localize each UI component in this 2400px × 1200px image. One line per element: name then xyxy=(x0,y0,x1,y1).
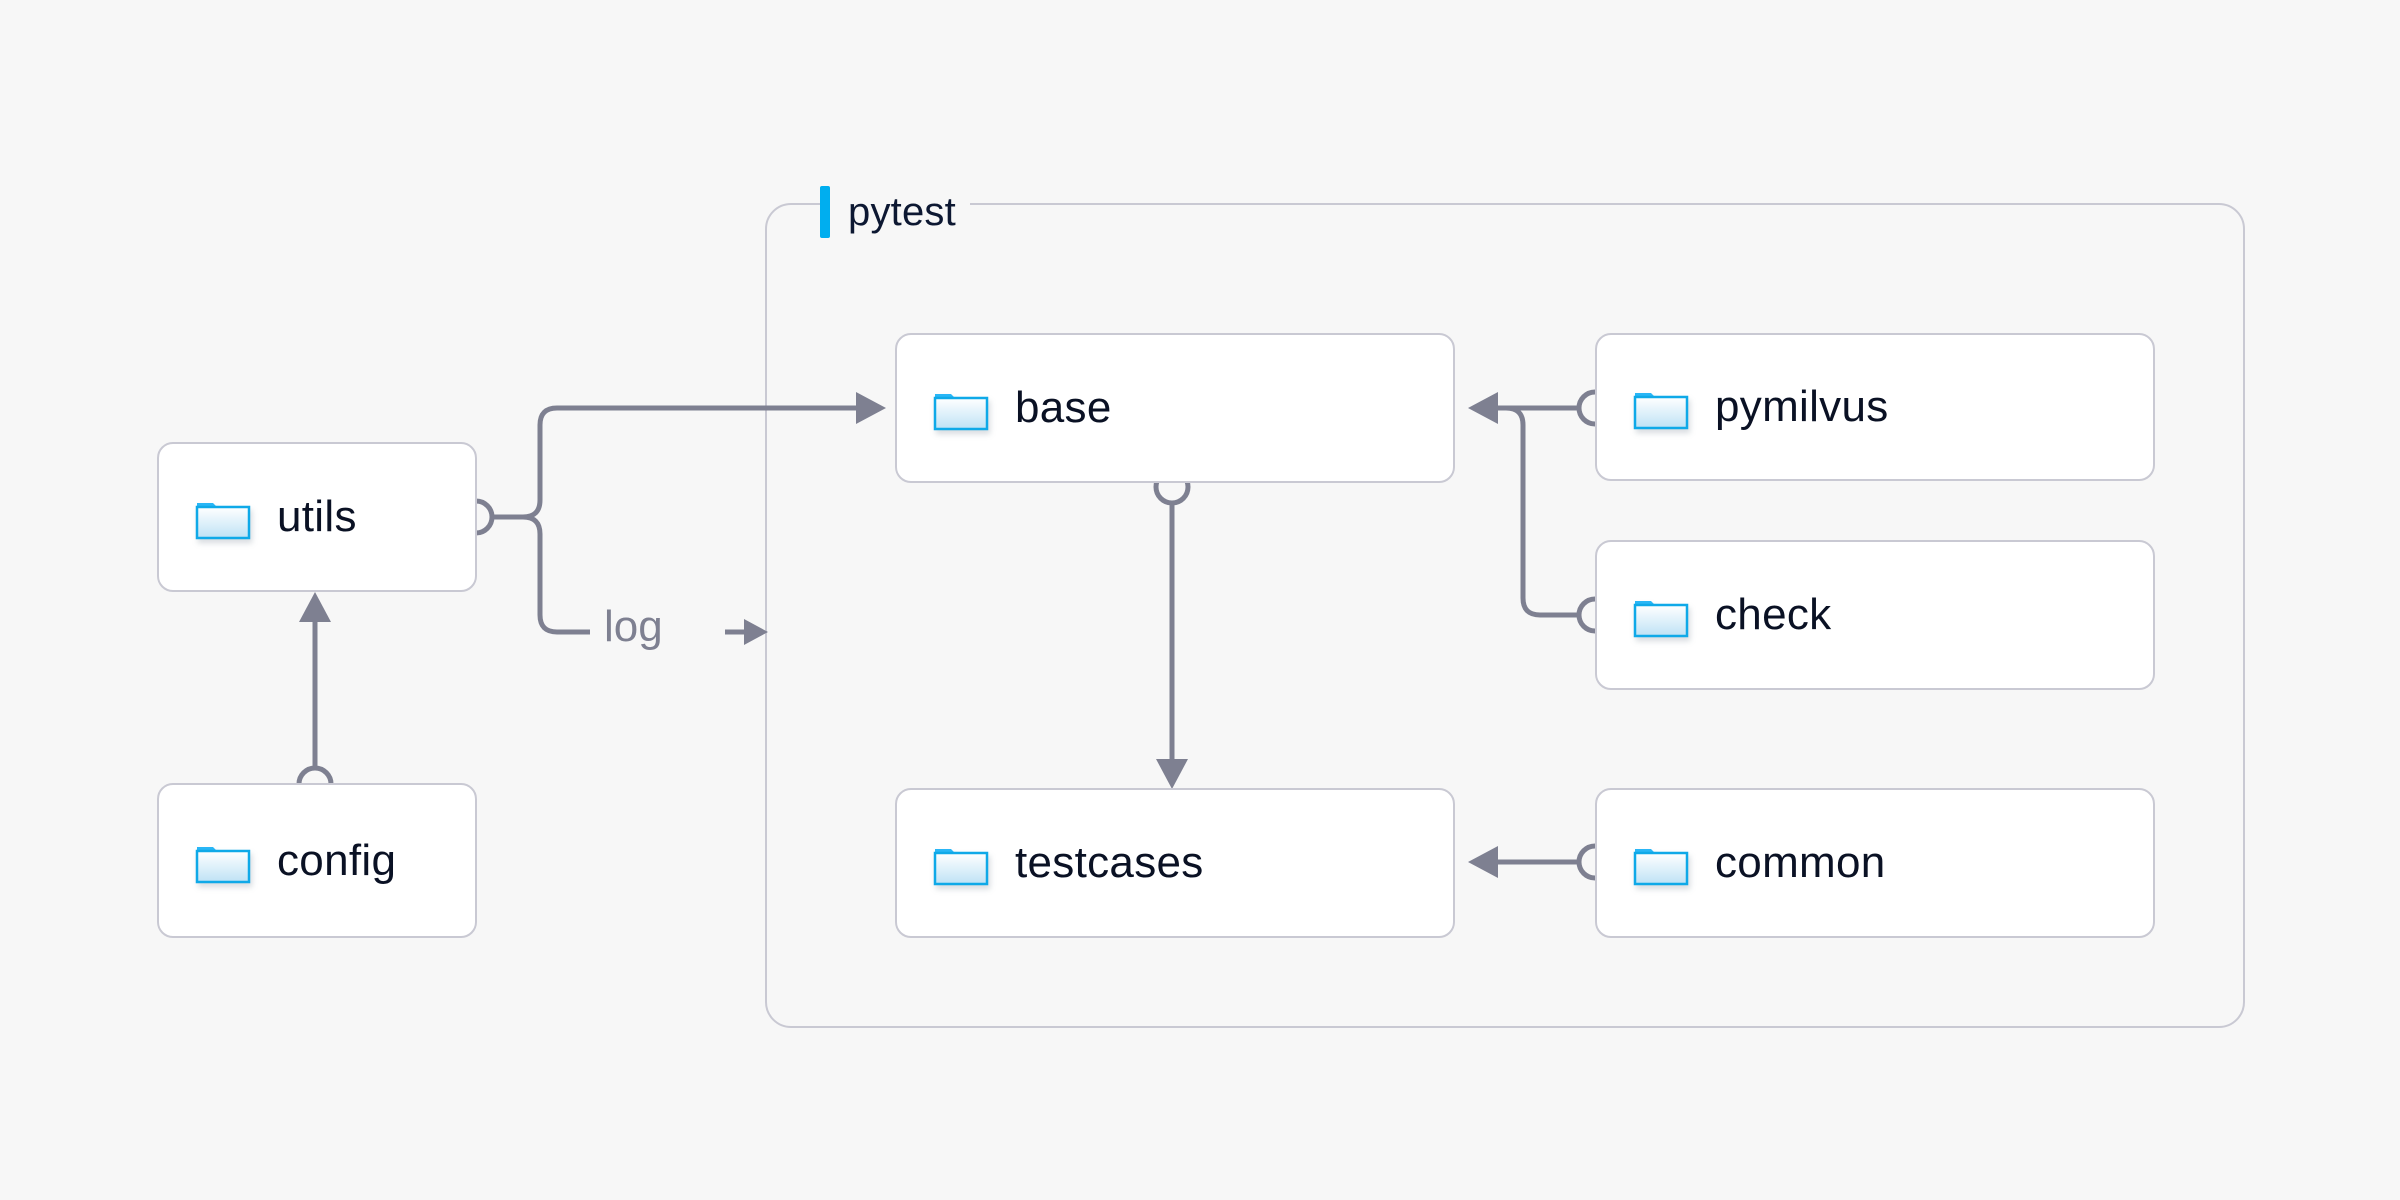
node-base[interactable]: base xyxy=(895,333,1455,483)
folder-icon xyxy=(933,849,989,886)
node-pymilvus[interactable]: pymilvus xyxy=(1595,333,2155,481)
node-utils[interactable]: utils xyxy=(157,442,477,592)
edge-label-log-text: log xyxy=(604,602,663,651)
node-utils-label: utils xyxy=(277,492,357,541)
node-config[interactable]: config xyxy=(157,783,477,938)
folder-icon xyxy=(1633,601,1689,638)
node-pymilvus-label: pymilvus xyxy=(1715,382,1889,431)
node-base-label: base xyxy=(1015,383,1112,432)
folder-icon xyxy=(195,846,251,883)
node-testcases[interactable]: testcases xyxy=(895,788,1455,938)
group-pytest-label: pytest xyxy=(820,184,970,240)
node-common-label: common xyxy=(1715,838,1886,887)
node-common[interactable]: common xyxy=(1595,788,2155,938)
group-pytest-title: pytest xyxy=(848,189,956,234)
folder-icon xyxy=(195,503,251,540)
edge-utils-to-log xyxy=(522,514,590,635)
accent-bar-icon xyxy=(820,186,830,238)
node-check[interactable]: check xyxy=(1595,540,2155,690)
folder-icon xyxy=(1633,849,1689,886)
node-config-label: config xyxy=(277,835,397,885)
group-pytest xyxy=(765,203,2245,1028)
node-testcases-label: testcases xyxy=(1015,838,1204,887)
folder-icon xyxy=(1633,393,1689,430)
node-check-label: check xyxy=(1715,590,1832,639)
folder-icon xyxy=(933,394,989,431)
arrowhead-utils-bottom xyxy=(299,592,331,622)
edge-label-log: log xyxy=(604,602,663,652)
